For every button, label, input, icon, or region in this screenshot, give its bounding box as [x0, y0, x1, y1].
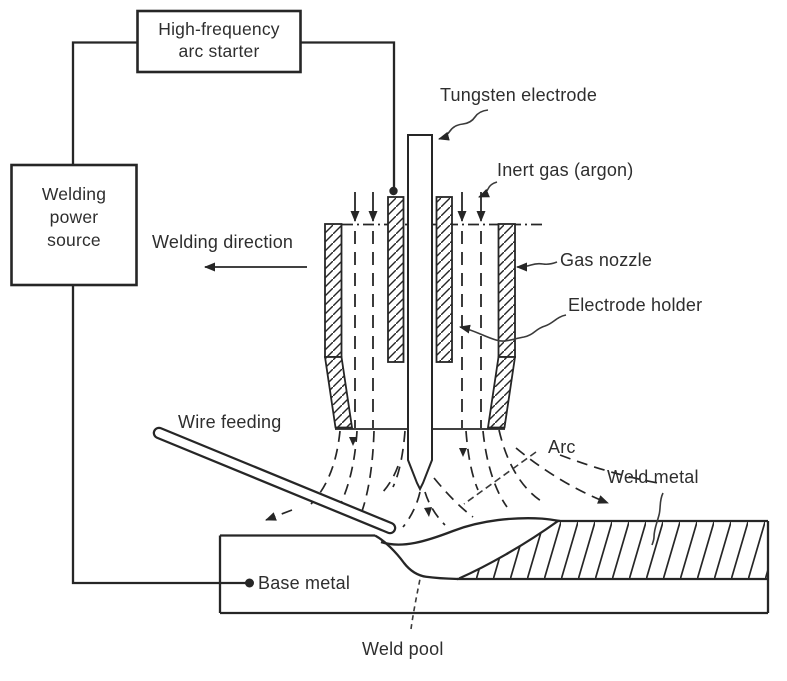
- weld-metal-label: Weld metal: [607, 467, 699, 487]
- weld-pool-front-edge: [374, 534, 459, 581]
- tungsten-electrode-shape: [407, 134, 433, 492]
- arc-leader: [463, 451, 537, 505]
- circuit: High-frequency arc starter Welding power…: [10, 9, 398, 588]
- gas-flow-left-arrow: [265, 509, 293, 521]
- gas-flow-curve: [360, 430, 375, 515]
- electrode-holder-label: Electrode holder: [568, 295, 702, 315]
- labels: Tungsten electrode Inert gas (argon) Gas…: [178, 85, 702, 659]
- power-source-label-line1: Welding: [42, 184, 106, 204]
- gas-plume-and-arc: [265, 429, 659, 528]
- down-arrowhead: [424, 507, 432, 517]
- filler-wire-body: [155, 429, 394, 532]
- gas-nozzle-label: Gas nozzle: [560, 250, 652, 270]
- leaders: [410, 109, 664, 630]
- gas-nozzle-right-wall: [497, 223, 516, 358]
- gas-flow-curve: [392, 430, 406, 488]
- welding-direction: Welding direction: [152, 232, 307, 272]
- base-metal-terminal-dot: [245, 578, 254, 588]
- weld-metal-leader: [651, 492, 664, 546]
- gas-flow-curve: [498, 429, 542, 502]
- tungsten-electrode-label: Tungsten electrode: [440, 85, 597, 105]
- torch: [323, 134, 546, 492]
- weld-metal-hatch: [459, 521, 768, 579]
- torch-terminal-dot: [389, 186, 398, 196]
- gas-nozzle-left-wall: [324, 223, 343, 358]
- filler-wire: [152, 426, 397, 535]
- electrode-holder-left-bar: [387, 196, 405, 363]
- power-source-label-line3: source: [47, 230, 101, 250]
- weld-bead-top-curve: [380, 517, 561, 546]
- wire-feeding-label: Wire feeding: [178, 412, 281, 432]
- inert-gas-leader: [478, 181, 498, 198]
- inert-gas-inlet-arrows: [350, 192, 486, 222]
- down-arrowhead: [459, 448, 467, 457]
- gas-flow-curve-right-arrow: [515, 447, 609, 504]
- welding-power-source-box: [10, 163, 138, 287]
- arc-dash: [402, 491, 421, 528]
- inert-gas-label: Inert gas (argon): [497, 160, 633, 180]
- tungsten-electrode-leader: [438, 109, 489, 141]
- power-source-label-line2: power: [50, 207, 99, 227]
- wire-power-to-base-metal: [71, 285, 246, 585]
- gas-nozzle-left-taper: [323, 356, 354, 429]
- gas-flow-dashed-columns: [354, 231, 482, 428]
- weld-pool-label: Weld pool: [362, 639, 444, 659]
- gas-nozzle-leader: [516, 261, 558, 272]
- high-frequency-arc-starter-box: [136, 9, 302, 74]
- wire-starter-to-torch: [300, 41, 396, 188]
- gas-nozzle-right-taper: [486, 356, 517, 429]
- gas-flow-curve: [559, 454, 659, 484]
- down-arrowhead: [349, 437, 357, 446]
- welding-direction-label: Welding direction: [152, 232, 293, 252]
- gas-flow-curve: [465, 430, 479, 491]
- arc-dash: [424, 491, 446, 526]
- arc-starter-label-line2: arc starter: [179, 41, 260, 61]
- arc-dash: [433, 477, 474, 518]
- workpiece: [218, 517, 770, 615]
- electrode-holder-leader: [459, 314, 567, 342]
- electrode-holder-right-bar: [435, 196, 453, 363]
- arc-dash: [379, 465, 399, 496]
- arc-starter-label-line1: High-frequency: [158, 19, 280, 39]
- wire-power-to-starter: [71, 41, 137, 165]
- base-metal-label: Base metal: [258, 573, 350, 593]
- gas-flow-curve: [482, 430, 508, 508]
- arc-label: Arc: [548, 437, 576, 457]
- weld-pool-leader: [410, 578, 421, 630]
- weld-metal-left-boundary: [458, 520, 559, 580]
